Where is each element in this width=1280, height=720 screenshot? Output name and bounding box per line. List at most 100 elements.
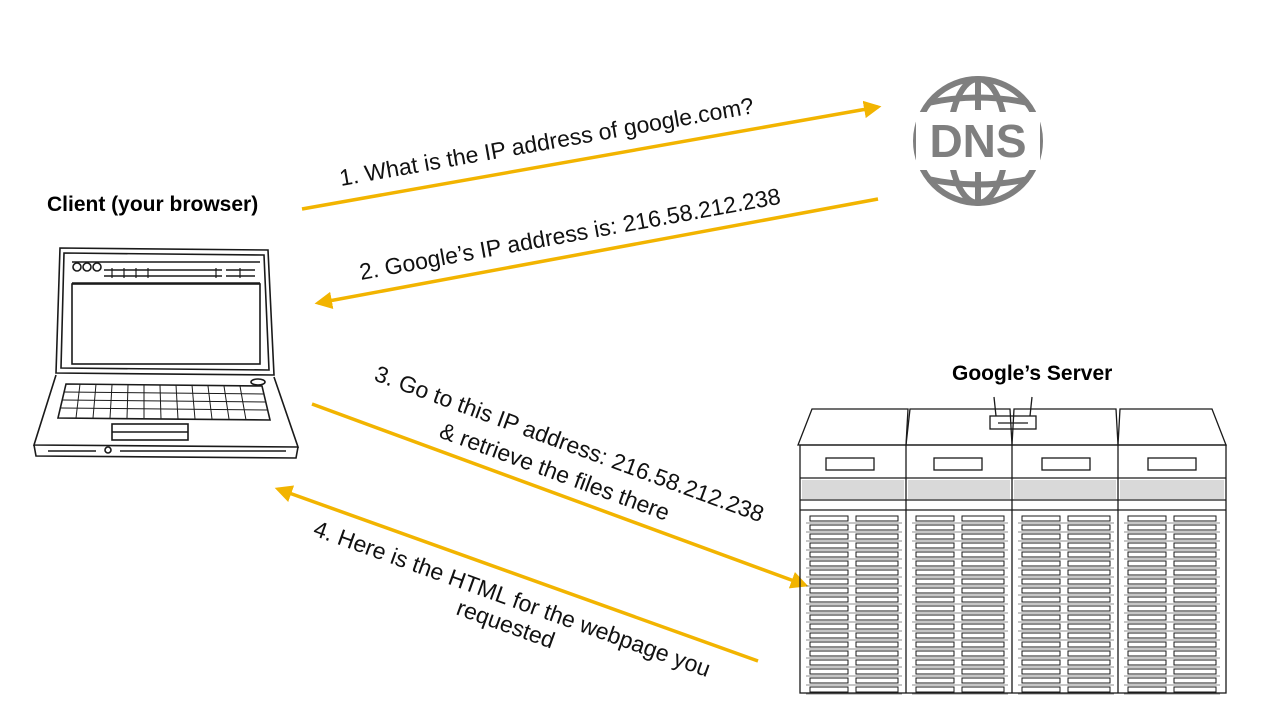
server-slot [1173, 641, 1217, 648]
server-slot [1067, 524, 1111, 531]
server-slot [1067, 632, 1111, 639]
server-slot [1127, 659, 1167, 666]
server-slot [1067, 668, 1111, 675]
server-slot [855, 596, 899, 603]
server-slot [809, 524, 849, 531]
server-slot [915, 515, 955, 522]
server-slot [1021, 605, 1061, 612]
server-slot [1127, 677, 1167, 684]
step-1-label: 1. What is the IP address of google.com? [337, 92, 755, 191]
server-slot [1067, 677, 1111, 684]
server-slot [915, 686, 955, 693]
server-slot [1021, 650, 1061, 657]
server-slot [961, 605, 1005, 612]
server-slot [809, 650, 849, 657]
server-slot [1127, 551, 1167, 558]
server-slot [855, 578, 899, 585]
server-slot [961, 524, 1005, 531]
server-slot [855, 650, 899, 657]
server-slot [855, 605, 899, 612]
arrow-query-to-dns [301, 100, 882, 211]
server-slot [1021, 614, 1061, 621]
server-slot [1067, 686, 1111, 693]
server-slot [855, 632, 899, 639]
server-slot [915, 677, 955, 684]
server-slot [1067, 605, 1111, 612]
server-slot [1021, 677, 1061, 684]
server-slot [1067, 596, 1111, 603]
arrow-response-from-dns [314, 197, 879, 310]
server-slot [961, 551, 1005, 558]
server-slot [915, 650, 955, 657]
server-slot [1173, 659, 1217, 666]
server-slot [915, 614, 955, 621]
server-slot [1127, 542, 1167, 549]
server-slot [915, 578, 955, 585]
dns-globe-icon [913, 76, 1043, 206]
server-slot [915, 596, 955, 603]
server-slot [1127, 605, 1167, 612]
server-slot [809, 641, 849, 648]
server-slot [961, 542, 1005, 549]
server-slot [961, 686, 1005, 693]
server-slot [1173, 515, 1217, 522]
server-slot [855, 569, 899, 576]
step-4-label-line1: 4. Here is the HTML for the webpage you [310, 515, 714, 682]
server-slot [1021, 623, 1061, 630]
server-slot [1173, 569, 1217, 576]
server-slot [1067, 551, 1111, 558]
server-slot [1067, 515, 1111, 522]
server-slot [961, 614, 1005, 621]
server-slot [915, 632, 955, 639]
server-slot [855, 551, 899, 558]
server-slot [1067, 533, 1111, 540]
server-slot [1021, 524, 1061, 531]
server-slot [915, 641, 955, 648]
server-slot [1021, 632, 1061, 639]
server-slot [961, 596, 1005, 603]
server-slot [1173, 524, 1217, 531]
server-slot [1021, 686, 1061, 693]
server-slot [855, 686, 899, 693]
server-slot [855, 587, 899, 594]
server-slot [1067, 641, 1111, 648]
server-slot [1021, 668, 1061, 675]
server-slot [855, 659, 899, 666]
server-slot [855, 614, 899, 621]
server-slot [809, 668, 849, 675]
server-slot [809, 677, 849, 684]
server-slot [1173, 677, 1217, 684]
server-slot [1067, 650, 1111, 657]
server-slot [1173, 587, 1217, 594]
server-slot [915, 623, 955, 630]
laptop-icon [32, 247, 300, 459]
server-slot [1021, 551, 1061, 558]
server-slot [855, 677, 899, 684]
server-slot [915, 551, 955, 558]
server-slot [961, 560, 1005, 567]
server-slot [1173, 686, 1217, 693]
server-slot [1173, 542, 1217, 549]
server-slot [915, 533, 955, 540]
server-slot [809, 560, 849, 567]
server-slot [809, 578, 849, 585]
server-slot [1127, 650, 1167, 657]
server-slot [1173, 560, 1217, 567]
server-slot [915, 587, 955, 594]
server-slot [855, 524, 899, 531]
server-slot [961, 515, 1005, 522]
server-slot [915, 542, 955, 549]
server-slot [1127, 686, 1167, 693]
server-slot [961, 650, 1005, 657]
server-slot [1021, 569, 1061, 576]
server-slot [809, 533, 849, 540]
server-slot [1127, 641, 1167, 648]
server-slot [1067, 569, 1111, 576]
arrow-request-to-server [311, 402, 809, 589]
server-slot [961, 578, 1005, 585]
server-slots [806, 515, 1220, 695]
step-2-label: 2. Google’s IP address is: 216.58.212.23… [357, 183, 782, 285]
server-slot [961, 569, 1005, 576]
server-slot [1021, 578, 1061, 585]
server-slot [855, 623, 899, 630]
